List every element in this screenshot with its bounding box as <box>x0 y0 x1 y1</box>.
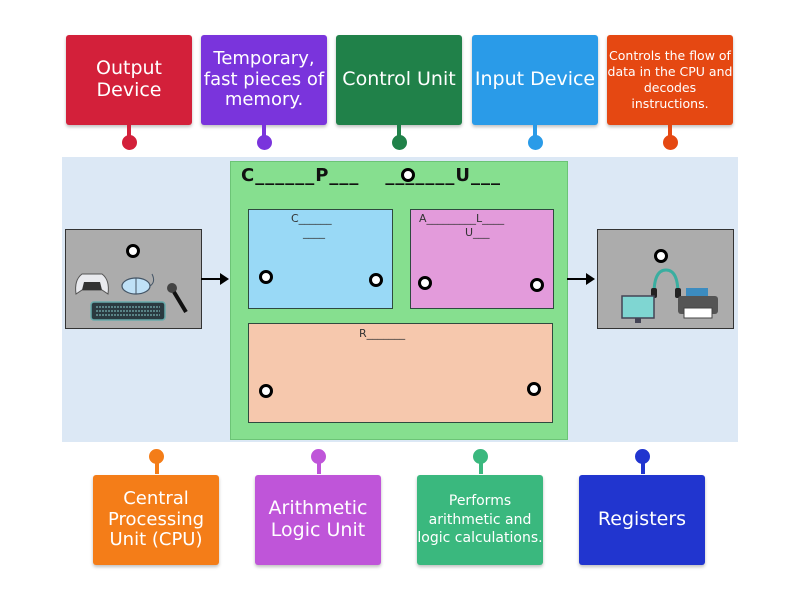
drop-target-registers-right[interactable] <box>527 382 541 396</box>
registers-hint: R_______ <box>359 327 406 340</box>
pin-dot <box>122 135 137 150</box>
pin-stem <box>479 462 483 474</box>
cpu-title-hint: C______P___ _______U___ <box>241 165 501 186</box>
control-unit-hint-line2: ____ <box>303 226 325 239</box>
pin-stem <box>641 462 645 474</box>
keyboard-icon <box>90 301 166 321</box>
output-devices-illustration <box>621 268 718 323</box>
tile-label: Control Unit <box>342 68 456 91</box>
pin-stem <box>127 125 131 137</box>
tile-input-device[interactable]: Input Device <box>472 35 598 125</box>
microphone-icon <box>167 283 188 314</box>
pin-stem <box>155 462 159 474</box>
cpu-title-end: _______U___ <box>385 165 502 186</box>
cpu-title-start: C______P___ <box>241 165 360 186</box>
tile-label: Output Device <box>96 57 162 101</box>
headphones-icon <box>651 268 681 298</box>
pin-stem <box>317 462 321 474</box>
pin-dot <box>311 449 326 464</box>
drop-target-input-device[interactable] <box>126 244 140 258</box>
tile-registers-definition[interactable]: Temporary, fast pieces of memory. <box>201 35 327 125</box>
pin-stem <box>668 125 672 137</box>
alu-hint-line1: A_________L____ <box>419 212 505 225</box>
input-arrow <box>201 273 229 285</box>
alu-box <box>410 209 554 309</box>
tile-alu-definition[interactable]: Performs arithmetic and logic calculatio… <box>417 475 543 565</box>
alu-hint-line2: U___ <box>465 226 490 239</box>
pin-dot <box>149 449 164 464</box>
monitor-icon <box>621 295 655 323</box>
input-devices-illustration <box>75 273 188 321</box>
tile-control-unit[interactable]: Control Unit <box>336 35 462 125</box>
output-arrow <box>567 273 595 285</box>
control-unit-box <box>248 209 393 309</box>
pin-dot <box>528 135 543 150</box>
output-devices-box <box>597 229 734 329</box>
tile-alu[interactable]: Arithmetic Logic Unit <box>255 475 381 565</box>
pin-dot <box>635 449 650 464</box>
drop-target-output-device[interactable] <box>654 249 668 263</box>
game-controller-icon <box>75 273 109 295</box>
tile-label: Controls the flow of data in the CPU and… <box>607 47 733 112</box>
pin-dot <box>663 135 678 150</box>
registers-box <box>248 323 553 423</box>
tile-control-unit-definition[interactable]: Controls the flow of data in the CPU and… <box>607 35 733 125</box>
tile-label: Registers <box>597 508 687 531</box>
mouse-icon <box>121 273 155 295</box>
drop-target-alu-left[interactable] <box>418 276 432 290</box>
pin-dot <box>257 135 272 150</box>
drop-target-alu-right[interactable] <box>530 278 544 292</box>
tile-label: Temporary, fast pieces of memory. <box>203 47 325 111</box>
tile-cpu[interactable]: Central Processing Unit (CPU) <box>93 475 219 565</box>
drop-target-cpu[interactable] <box>401 168 415 182</box>
pin-stem <box>397 125 401 137</box>
control-unit-hint-line1: C______ <box>291 212 332 225</box>
drop-target-control-unit-right[interactable] <box>369 273 383 287</box>
tile-output-device[interactable]: Output Device <box>66 35 192 125</box>
pin-dot <box>392 135 407 150</box>
tile-label: Input Device <box>474 68 596 91</box>
tile-label: Performs arithmetic and logic calculatio… <box>417 492 543 547</box>
printer-icon <box>678 288 718 319</box>
pin-stem <box>262 125 266 137</box>
input-devices-box <box>65 229 202 329</box>
drop-target-control-unit-left[interactable] <box>259 270 273 284</box>
tile-registers[interactable]: Registers <box>579 475 705 565</box>
tile-label: Arithmetic Logic Unit <box>268 497 368 541</box>
pin-dot <box>473 449 488 464</box>
pin-stem <box>533 125 537 137</box>
drop-target-registers-left[interactable] <box>259 384 273 398</box>
tile-label: Central Processing Unit (CPU) <box>107 487 205 551</box>
